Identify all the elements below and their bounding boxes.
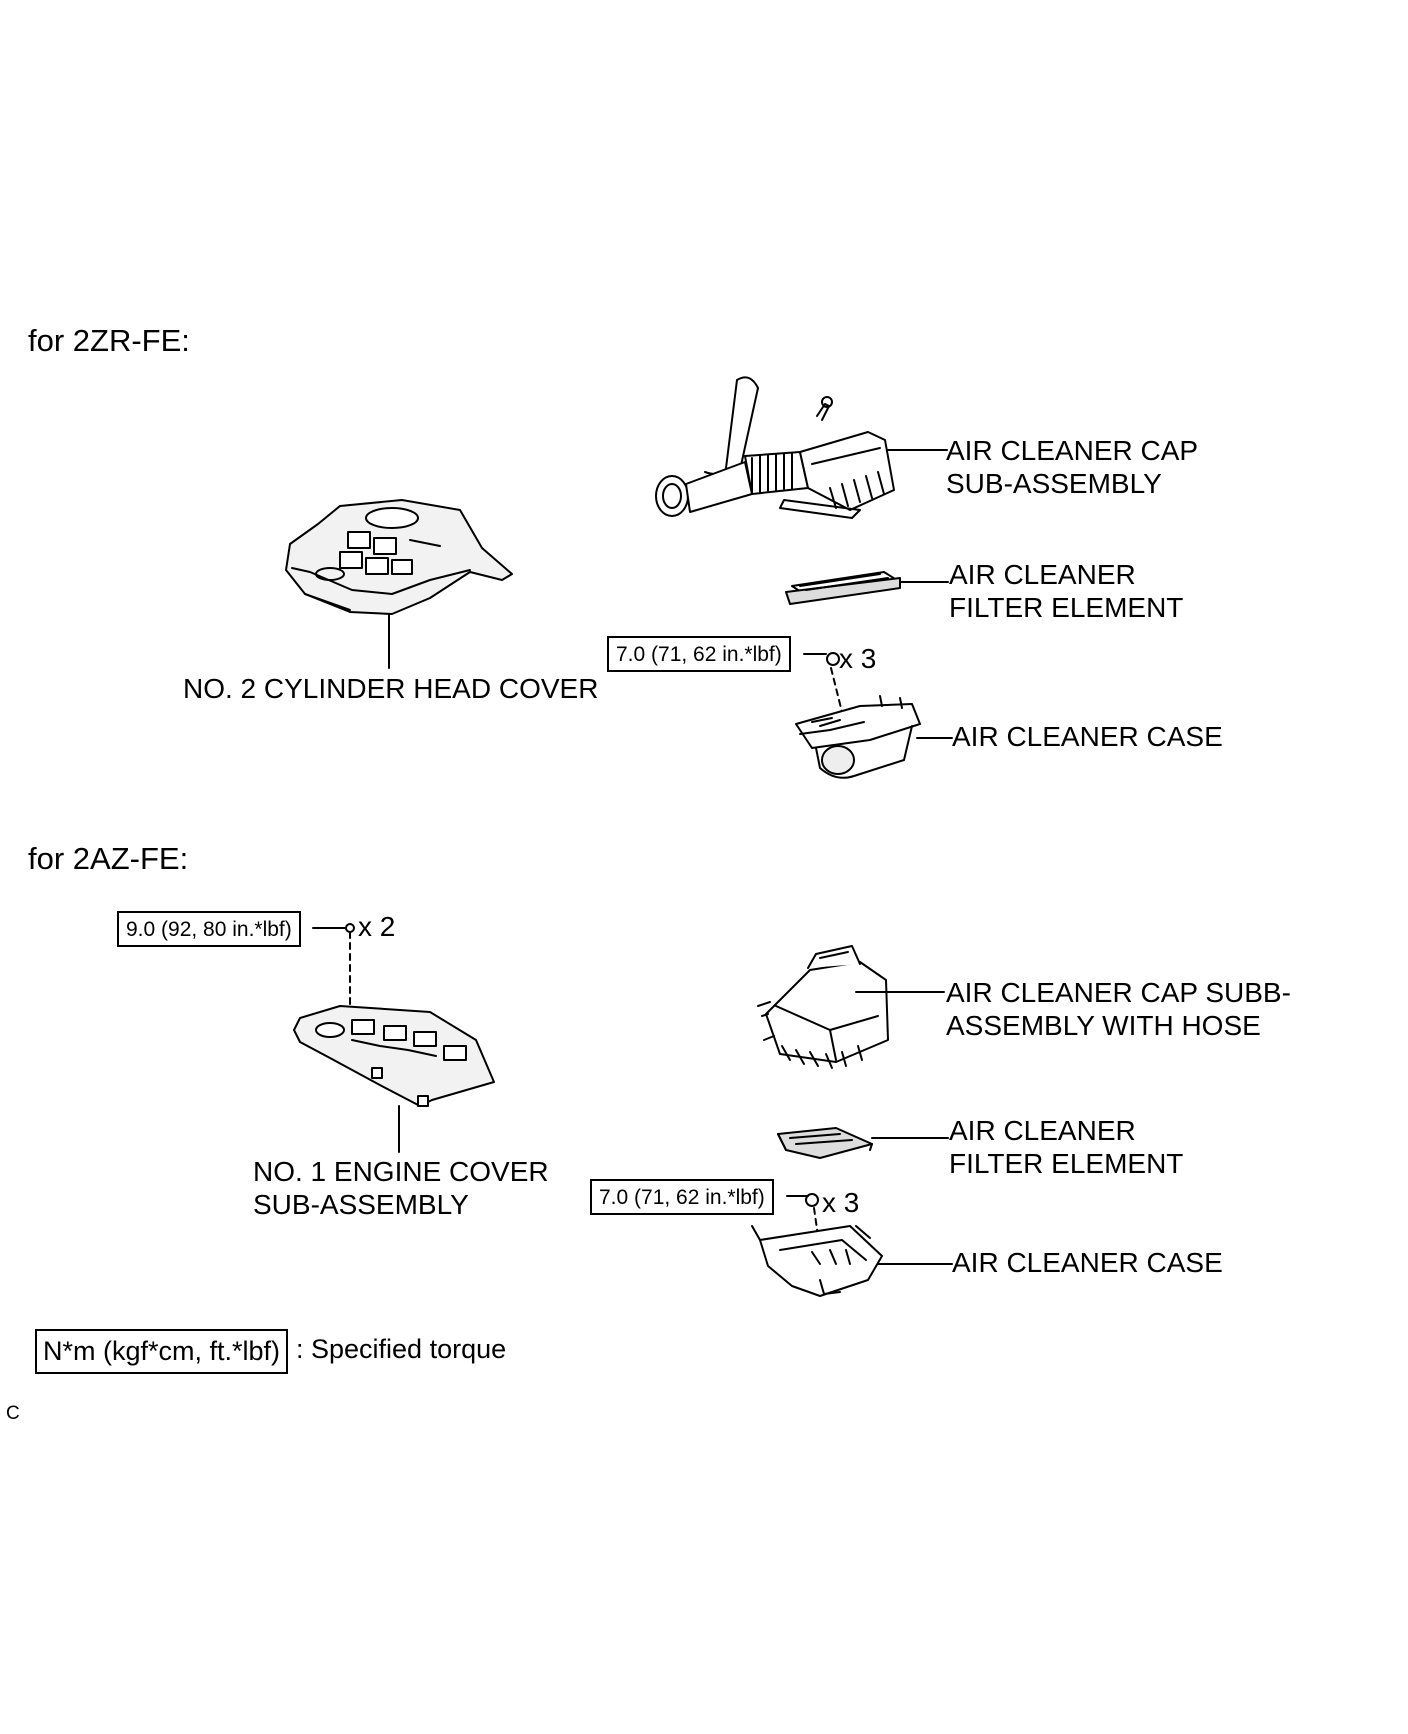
label-air-cleaner-case-2az: AIR CLEANER CASE (952, 1247, 1223, 1278)
section-title-2az-fe: for 2AZ-FE: (28, 841, 189, 876)
label-filter-element-line1: AIR CLEANER (949, 559, 1136, 590)
section-title-2zr-fe: for 2ZR-FE: (28, 323, 190, 358)
label-air-cleaner-cap-hose-line2: ASSEMBLY WITH HOSE (946, 1010, 1261, 1041)
legend-text: : Specified torque (296, 1334, 507, 1364)
bolt-quantity-2az-case: x 3 (822, 1187, 860, 1218)
label-filter-element-2az-line1: AIR CLEANER (949, 1115, 1136, 1146)
label-no1-engine-cover-line1: NO. 1 ENGINE COVER (253, 1156, 549, 1187)
label-air-cleaner-cap-line2: SUB-ASSEMBLY (946, 468, 1162, 499)
no2-cylinder-head-cover-drawing (285, 499, 513, 615)
label-filter-element-line2: FILTER ELEMENT (949, 592, 1184, 623)
label-air-cleaner-cap-line1: AIR CLEANER CAP (946, 435, 1199, 466)
filter-element-drawing-2zr (785, 571, 901, 605)
label-no2-cylinder-head-cover: NO. 2 CYLINDER HEAD COVER (183, 673, 599, 704)
label-air-cleaner-cap-hose-line1: AIR CLEANER CAP SUBB- (946, 977, 1291, 1008)
air-cleaner-cap-drawing (655, 376, 895, 519)
label-filter-element-2az-line2: FILTER ELEMENT (949, 1148, 1184, 1179)
air-cleaner-case-drawing-2az (751, 1193, 883, 1297)
no1-engine-cover-drawing (293, 923, 495, 1107)
legend-torque-unit-box: N*m (kgf*cm, ft.*lbf) (35, 1329, 289, 1374)
label-air-cleaner-case-2zr: AIR CLEANER CASE (952, 721, 1223, 752)
bolt-quantity-2zr: x 3 (839, 643, 877, 674)
label-no1-engine-cover-line2: SUB-ASSEMBLY (253, 1189, 469, 1220)
bolt-quantity-2az-cover: x 2 (358, 911, 396, 942)
footer-mark: C (6, 1403, 20, 1424)
air-cleaner-case-drawing-2zr (795, 652, 921, 779)
torque-spec-box-2az-cover: 9.0 (92, 80 in.*lbf) (117, 911, 301, 947)
air-cleaner-cap-drawing-2az (757, 945, 889, 1069)
filter-element-drawing-2az (777, 1127, 873, 1159)
torque-spec-box-2zr: 7.0 (71, 62 in.*lbf) (607, 636, 791, 672)
torque-spec-box-2az-case: 7.0 (71, 62 in.*lbf) (590, 1179, 774, 1215)
